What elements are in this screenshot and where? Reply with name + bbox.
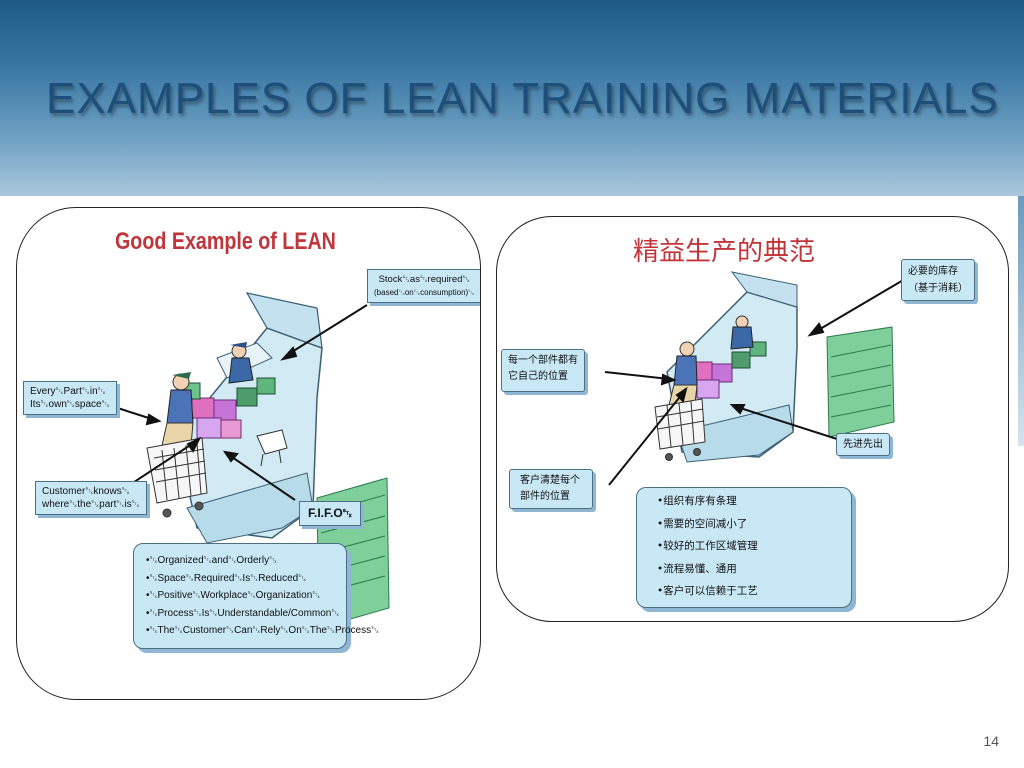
left-bullet-item: •␂The␂Customer␂Can␂Rely␂On␂The␂Process␂ [146, 625, 380, 636]
left-panel-title: Good Example of LEAN [115, 228, 336, 255]
right-bullet-item: •客户可以信赖于工艺 [657, 585, 758, 597]
slide-title: EXAMPLES OF LEAN TRAINING MATERIALS [46, 74, 999, 123]
right-bullet-item: •较好的工作区域管理 [657, 540, 758, 552]
left-bullet-item: •␂Space␂Required␂Is␂Reduced␂ [146, 572, 307, 584]
callout-cn-customer-line2: 部件的位置 [520, 491, 570, 502]
right-panel-title: 精益生产的典范 [633, 237, 816, 267]
callout-fifo: F.I.F.O␂ [299, 501, 362, 526]
callout-cn-customer-line1: 客户清楚每个 [520, 475, 580, 486]
callout-every-part: Every␂Part␂in␂ Its␂own␂space␂ [23, 381, 117, 415]
callout-every-part-line1: Every␂Part␂in␂ [30, 386, 106, 397]
callout-cn-stock-line2: （基于消耗） [908, 283, 968, 294]
callout-stock-line2: (based␂on␂consumption)␂ [374, 288, 475, 297]
callout-cn-every-part-line1: 每一个部件都有 [508, 355, 578, 366]
right-bullet-item: •组织有序有条理 [657, 495, 737, 507]
callout-arrows [604, 278, 906, 486]
worker-figure [228, 342, 254, 384]
right-panel-chinese: 精益生产的典范 [496, 216, 1009, 622]
callout-stock-as-required: Stock␂as␂required␂ (based␂on␂consumption… [367, 269, 480, 303]
truck-illustration [101, 292, 390, 629]
decorative-side-strip [1018, 196, 1024, 446]
callout-every-part-line2: Its␂own␂space␂ [30, 399, 110, 410]
parts-boxes [181, 377, 276, 439]
dog-figure [256, 429, 288, 467]
page-number: 14 [983, 733, 999, 749]
callout-customer-line2: where␂the␂part␂is␂ [42, 499, 140, 510]
callout-customer-knows: Customer␂knows␂ where␂the␂part␂is␂ [35, 481, 147, 515]
right-bullet-list: •组织有序有条理 •需要的空间减小了 •较好的工作区域管理 •流程易懂、通用 •… [636, 487, 852, 608]
callout-customer-line1: Customer␂knows␂ [42, 486, 130, 497]
left-panel-english: Good Example of LEAN [16, 207, 481, 700]
right-bullet-item: •需要的空间减小了 [657, 517, 748, 530]
truck-illustration-cn [604, 271, 906, 486]
slide-header: EXAMPLES OF LEAN TRAINING MATERIALS [0, 0, 1024, 196]
left-bullet-item: •␂Process␂Is␂Understandable/Common␂ [146, 607, 340, 619]
left-bullet-item: •␂Organized␂and␂Orderly␂ [146, 555, 278, 566]
callout-cn-fifo: 先进先出 [836, 433, 890, 456]
shopping-cart [146, 437, 208, 518]
callout-cn-every-part: 每一个部件都有 它自己的位置 [501, 349, 585, 392]
worker-figure [730, 315, 754, 350]
callout-cn-stock: 必要的库存 （基于消耗） [901, 259, 975, 301]
callout-stock-line1: Stock␂as␂required␂ [378, 274, 471, 285]
callout-cn-customer: 客户清楚每个 部件的位置 [509, 469, 593, 509]
left-bullet-list: •␂Organized␂and␂Orderly␂ •␂Space␂Require… [133, 543, 380, 649]
callout-cn-every-part-line2: 它自己的位置 [508, 371, 568, 382]
shopping-cart [654, 398, 706, 461]
callout-cn-stock-line1: 必要的库存 [908, 266, 958, 277]
right-bullet-item: •流程易懂、通用 [657, 562, 737, 575]
left-bullet-item: •␂Positive␂Workplace␂Organization␂ [146, 590, 321, 601]
storage-shelves [826, 326, 895, 438]
